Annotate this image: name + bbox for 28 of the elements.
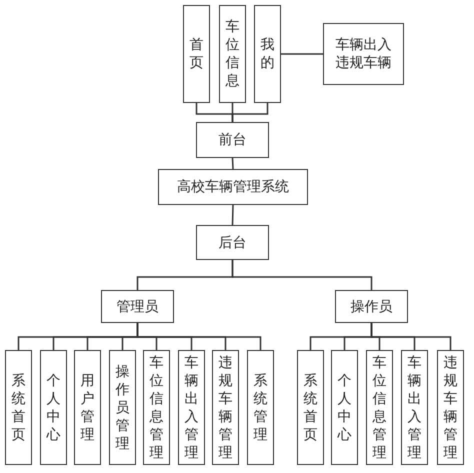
connector-line	[232, 204, 234, 226]
module-box: 个人中心	[331, 350, 358, 465]
module-box: 用户管理	[74, 350, 101, 465]
module-box: 高校车辆管理系统	[158, 169, 308, 205]
module-box: 后台	[196, 225, 269, 260]
module-box: 违规车辆管理	[437, 350, 464, 465]
module-box: 系统首页	[5, 350, 32, 465]
module-box: 系统管理	[247, 350, 274, 465]
connector-line	[232, 158, 234, 170]
module-box: 我的	[254, 5, 281, 103]
module-box: 车辆出入管理	[401, 350, 428, 465]
module-box: 个人中心	[40, 350, 67, 465]
module-box: 前台	[196, 122, 269, 158]
module-box: 车辆出入违规车辆	[323, 23, 404, 85]
connector-line	[370, 323, 452, 350]
connector-line	[232, 260, 372, 290]
module-box: 首页	[183, 5, 210, 103]
module-box: 系统首页	[297, 350, 324, 465]
module-box: 车位信息	[219, 5, 246, 103]
connector-line	[232, 103, 268, 122]
module-box: 车位信息管理	[143, 350, 170, 465]
module-box: 车辆出入管理	[178, 350, 205, 465]
module-box: 违规车辆管理	[212, 350, 239, 465]
module-box: 车位信息管理	[366, 350, 393, 465]
module-box: 操作员	[335, 290, 408, 323]
module-box: 操作员管理	[109, 350, 136, 465]
connector-line	[281, 53, 323, 55]
module-box: 管理员	[101, 290, 174, 323]
